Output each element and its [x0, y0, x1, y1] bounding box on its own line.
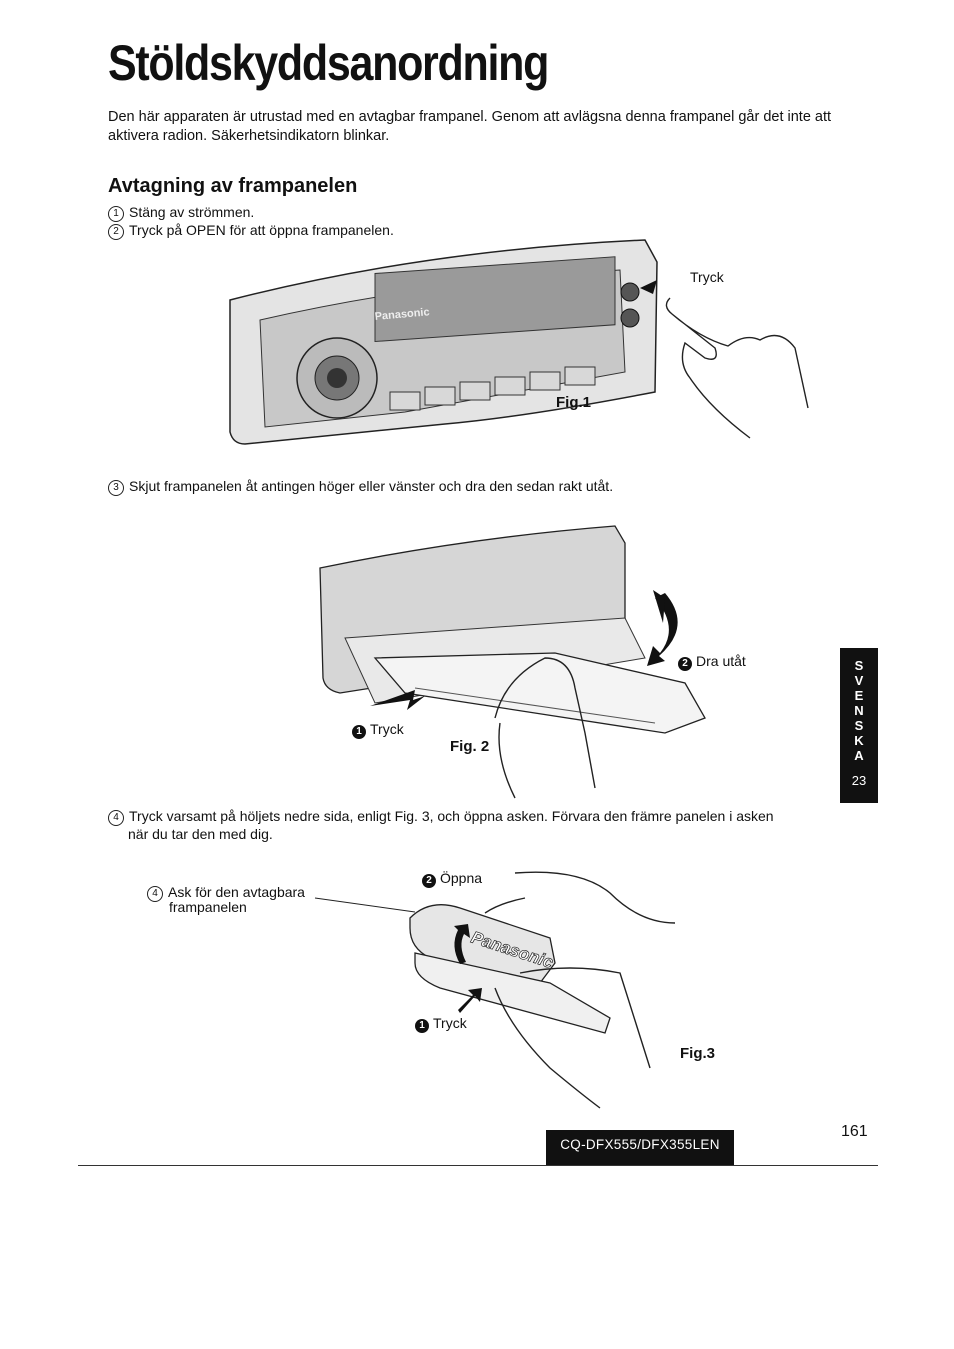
fig3-callout-1-number: 1 — [415, 1019, 429, 1033]
step-2-number: 2 — [108, 224, 124, 240]
fig2-callout-2: 2 Dra utåt — [678, 653, 746, 671]
fig2-illustration — [319, 525, 706, 799]
footer-rule — [78, 1165, 878, 1166]
fig3-illustration: Panasonic — [314, 871, 676, 1109]
step-3: 3 Skjut frampanelen åt antingen höger ell… — [108, 477, 613, 496]
step-3-number: 3 — [108, 480, 124, 496]
fig3-case-label: 4 Ask för den avtagbara — [147, 884, 305, 902]
fig1-radio-illustration: Panasonic — [229, 239, 658, 445]
page-number: 161 — [841, 1123, 868, 1140]
fig2-callout-2-text: Dra utåt — [696, 653, 746, 669]
tab-letter: N — [854, 703, 864, 718]
fig2-label: Fig. 2 — [450, 738, 490, 755]
fig1-brand-text: Panasonic — [374, 306, 430, 323]
step-4-line2: när du tar den med dig. — [128, 826, 273, 842]
tab-page-number: 23 — [851, 773, 867, 788]
step-1: 1 Stäng av strömmen. — [108, 203, 254, 222]
fig3-case-line2: frampanelen — [169, 899, 247, 915]
fig1-callout-tryck: Tryck — [690, 269, 724, 285]
fig2-callout-1: 1 Tryck — [352, 721, 404, 739]
step-2: 2 Tryck på OPEN för att öppna frampanelen… — [108, 221, 394, 240]
language-side-tab: S V E N S K A 23 — [840, 648, 878, 803]
page-title: Stöldskyddsanordning — [108, 35, 549, 91]
fig3-label: Fig.3 — [680, 1045, 716, 1062]
fig3-callout-2: 2 Öppna — [422, 870, 482, 888]
intro-paragraph: Den här apparaten är utrustad med en avt… — [108, 109, 832, 144]
fig2-callout-1-text: Tryck — [370, 721, 404, 737]
tab-letter: E — [854, 688, 864, 703]
fig2-callout-2-number: 2 — [678, 657, 692, 671]
step-1-number: 1 — [108, 206, 124, 222]
fig3-callout-2-text: Öppna — [440, 870, 483, 886]
fig2-callout-1-number: 1 — [352, 725, 366, 739]
tab-letter: A — [854, 748, 864, 763]
model-number-banner: CQ-DFX555/DFX355LEN — [546, 1130, 734, 1166]
step-2-text: Tryck på OPEN för att öppna frampanelen. — [129, 222, 394, 238]
fig1-label: Fig.1 — [556, 394, 592, 411]
section-heading: Avtagning av frampanelen — [108, 175, 358, 197]
fig3-callout-1-text: Tryck — [433, 1015, 467, 1031]
fig3-case-line1: Ask för den avtagbara — [168, 884, 305, 900]
step-3-text: Skjut frampanelen åt antingen höger elle… — [129, 478, 614, 494]
tab-letter: V — [854, 673, 864, 688]
step-4-text-line1: Tryck varsamt på höljets nedre sida, enl… — [129, 808, 774, 824]
step-1-text: Stäng av strömmen. — [129, 204, 255, 220]
fig3-callout-1: 1 Tryck — [415, 1015, 467, 1033]
fig3-callout-2-number: 2 — [422, 874, 436, 888]
fig3-case-number: 4 — [147, 886, 163, 902]
fig1-hand-illustration — [665, 297, 809, 439]
tab-letter: K — [854, 733, 864, 748]
tab-letter: S — [854, 718, 864, 733]
step-4: 4 Tryck varsamt på höljets nedre sida, en… — [108, 807, 774, 826]
tab-letter: S — [854, 658, 864, 673]
step-4-number: 4 — [108, 810, 124, 826]
